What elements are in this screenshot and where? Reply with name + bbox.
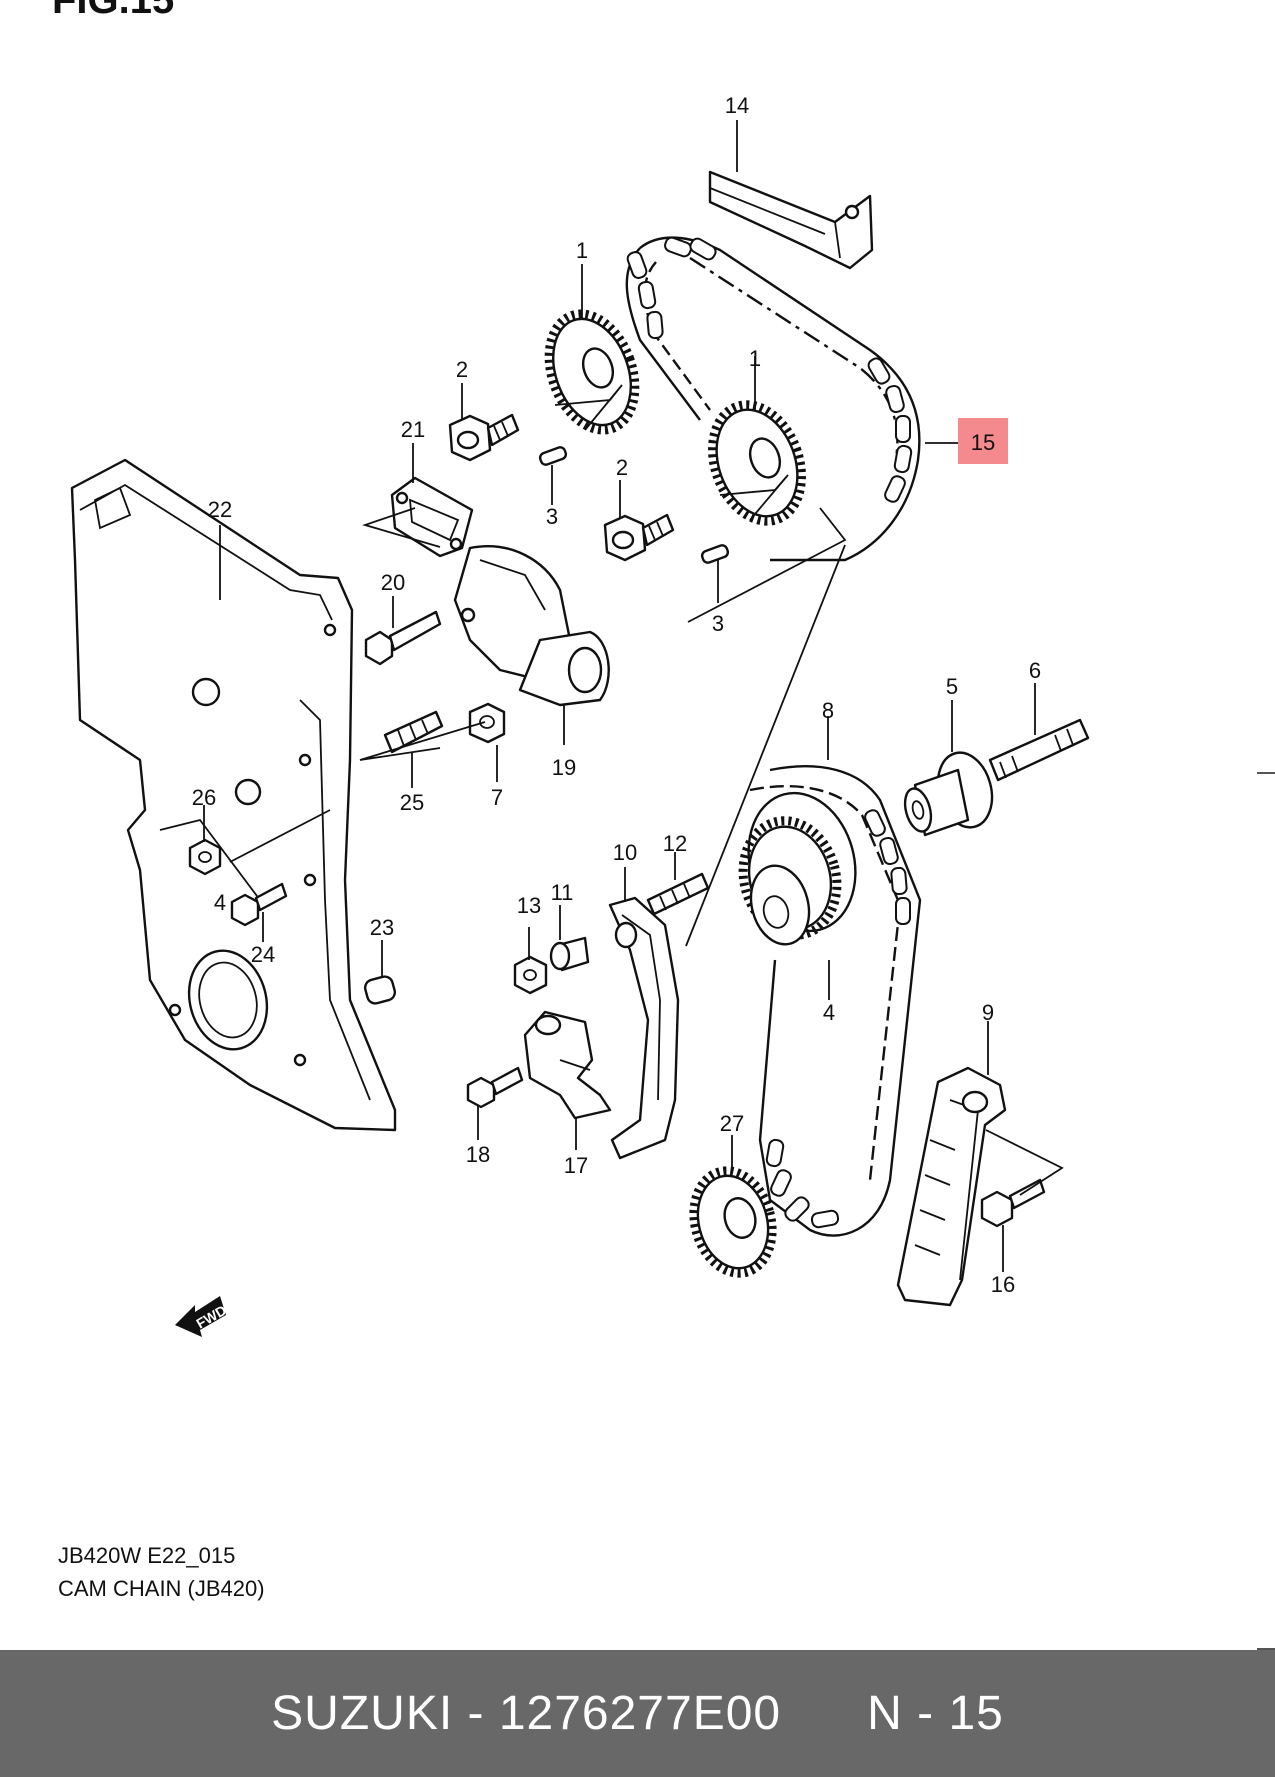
footer-bar: SUZUKI - 1276277E00 N - 15 (0, 1650, 1275, 1777)
part-15-cam-chain-lower (749, 765, 922, 1237)
footer-part-number: 1276277E00 (498, 1687, 782, 1740)
callout-4b: 4 (823, 1000, 835, 1025)
callout-1b: 1 (749, 346, 761, 371)
part-18-bolt (466, 1066, 524, 1109)
callout-19: 19 (552, 755, 576, 780)
callout-11: 11 (551, 880, 574, 905)
chain-links-upper (626, 236, 913, 503)
part-24-bolt (230, 882, 288, 927)
part-21-gasket (390, 476, 474, 558)
part-4-sprocket (749, 864, 811, 946)
part-16-bolt (980, 1178, 1046, 1228)
part-20-bolt (364, 610, 442, 666)
callout-12: 12 (663, 831, 687, 856)
part-7-nut (468, 702, 506, 744)
callout-4a: 4 (214, 890, 226, 915)
part-22-timing-chain-cover (70, 458, 397, 1132)
part-13-nut (513, 955, 548, 995)
callout-23: 23 (370, 915, 394, 940)
part-3-pin-a (538, 446, 568, 466)
callout-15: 15 (971, 430, 995, 455)
callout-20: 20 (381, 570, 405, 595)
highlight-box-part-15 (958, 418, 1008, 464)
part-23-dowel (363, 975, 397, 1005)
part-12-stud (646, 872, 710, 916)
callout-13: 13 (517, 893, 541, 918)
callout-16: 16 (991, 1272, 1015, 1297)
callout-26: 26 (192, 785, 216, 810)
part-2-bolt-b (603, 513, 675, 562)
figure-title: FIG.15 (52, 0, 175, 22)
callout-2b: 2 (616, 455, 628, 480)
callout-17: 17 (564, 1153, 588, 1178)
callout-10: 10 (613, 840, 637, 865)
callout-9: 9 (982, 1000, 994, 1025)
callout-1a: 1 (576, 238, 588, 263)
part-25-stud (383, 710, 444, 754)
callout-14: 14 (725, 93, 749, 118)
part-5-idler-shaft (903, 751, 994, 837)
callout-5: 5 (946, 674, 958, 699)
part-14-chain-guide (708, 170, 874, 270)
leader-lines (203, 120, 1064, 1272)
callout-labels: 14 1 1 2 2 21 3 3 22 20 15 19 7 25 5 6 8… (192, 93, 1041, 1297)
part-11-spacer (549, 936, 590, 972)
callout-8: 8 (822, 698, 834, 723)
part-15-cam-chain-upper (625, 236, 921, 562)
callout-2a: 2 (456, 357, 468, 382)
callout-24: 24 (251, 942, 275, 967)
callout-6: 6 (1029, 658, 1041, 683)
footer-text: SUZUKI - 1276277E00 N - 15 (271, 1686, 1004, 1741)
part-27-crank-sprocket (689, 1166, 777, 1278)
callout-25: 25 (400, 790, 424, 815)
footer-page-label: N - 15 (867, 1687, 1004, 1740)
callout-7: 7 (491, 785, 503, 810)
part-10-chain-guide (608, 896, 680, 1160)
part-19-tensioner-arm (453, 545, 610, 707)
footer-brand: SUZUKI (271, 1687, 454, 1740)
part-26-nut (188, 838, 222, 876)
callout-3b: 3 (712, 611, 724, 636)
part-6-stud (988, 718, 1090, 782)
part-1-cam-sprocket-b (708, 400, 806, 526)
chain-links-lower (765, 809, 911, 1229)
edge-mark-top (1257, 772, 1275, 774)
callout-3a: 3 (546, 504, 558, 529)
callout-18: 18 (466, 1142, 490, 1167)
fwd-arrow-icon: FWD (175, 1296, 229, 1337)
callout-27: 27 (720, 1111, 744, 1136)
diagram-code: JB420W E22_015 (58, 1543, 236, 1568)
part-17-chain-tensioner (523, 1010, 612, 1120)
part-3-pin-b (700, 544, 730, 564)
callout-22: 22 (208, 497, 232, 522)
callout-21: 21 (401, 417, 425, 442)
edge-mark-bottom (1257, 1648, 1275, 1650)
footer-separator: - (453, 1687, 499, 1740)
part-1-cam-sprocket-a (544, 309, 640, 435)
diagram-name: CAM CHAIN (JB420) (58, 1576, 265, 1601)
part-2-bolt-a (448, 413, 520, 462)
part-9-chain-guide (896, 1066, 1007, 1307)
